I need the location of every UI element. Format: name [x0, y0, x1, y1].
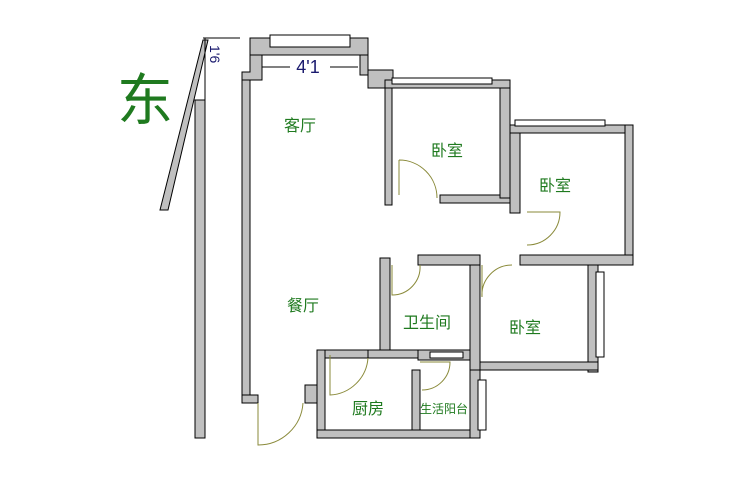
window-living-top — [269, 34, 351, 48]
room-label-dining-room: 餐厅 — [287, 296, 319, 315]
window-bedroom-3 — [595, 271, 605, 358]
room-label-bedroom-2: 卧室 — [539, 176, 571, 195]
room-label-bathroom: 卫生间 — [403, 313, 451, 332]
window-balcony — [477, 379, 487, 431]
room-label-bedroom-3: 卧室 — [509, 318, 541, 337]
compass-east-label: 东 — [117, 69, 173, 134]
room-label-kitchen: 厨房 — [352, 399, 384, 418]
window-bedroom-1 — [391, 77, 493, 85]
exterior-wall-left — [159, 37, 240, 439]
dimension-left-offset: 1'6 — [207, 45, 223, 63]
room-label-utility-balcony: 生活阳台 — [420, 401, 468, 416]
walls — [241, 34, 634, 439]
window-bathroom — [429, 351, 464, 359]
window-bedroom-2 — [514, 119, 606, 127]
doors — [257, 159, 561, 446]
dimension-top-width: 4'1 — [296, 57, 319, 77]
room-label-bedroom-1: 卧室 — [431, 141, 463, 160]
room-label-living-room: 客厅 — [284, 116, 316, 135]
